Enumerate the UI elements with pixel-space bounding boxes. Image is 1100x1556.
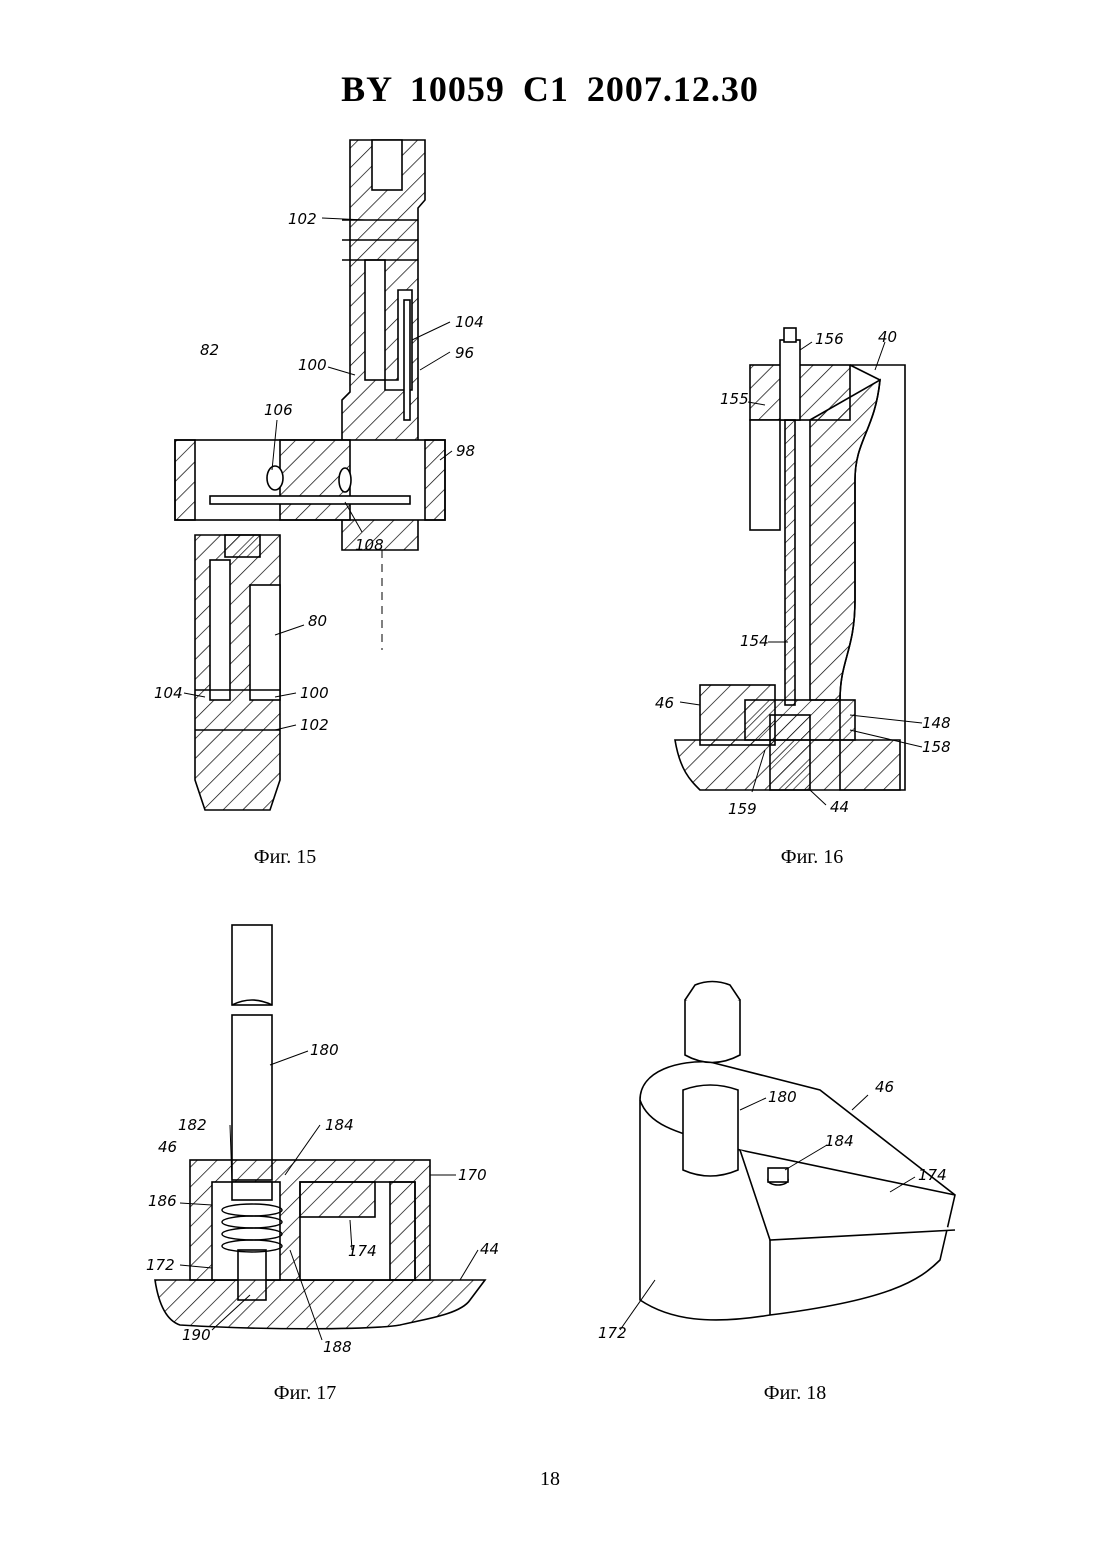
figure-15-drawing: 102 104 96 82 100 106 98 108 80 104 100 … bbox=[150, 130, 510, 830]
fig15-label: 82 bbox=[200, 341, 219, 359]
fig16-label: 156 bbox=[815, 330, 844, 348]
figure-16-caption: Фиг. 16 bbox=[712, 846, 912, 869]
fig15-label: 100 bbox=[298, 356, 327, 374]
fig17-label: 180 bbox=[310, 1041, 339, 1059]
fig17-label: 46 bbox=[158, 1138, 177, 1156]
fig16-label: 159 bbox=[728, 800, 757, 818]
fig15-lower-part bbox=[195, 535, 280, 810]
fig17-label: 190 bbox=[182, 1326, 211, 1344]
fig15-label: 102 bbox=[288, 210, 317, 228]
fig16-label: 155 bbox=[720, 390, 749, 408]
figure-17-drawing: 180 182 184 46 170 186 174 44 172 190 18… bbox=[140, 920, 510, 1360]
fig17-label: 174 bbox=[348, 1242, 377, 1260]
page-number: 18 bbox=[0, 1468, 1100, 1491]
fig15-label: 104 bbox=[455, 313, 484, 331]
fig15-label: 106 bbox=[264, 401, 293, 419]
fig17-label: 188 bbox=[323, 1338, 352, 1356]
fig17-label: 182 bbox=[178, 1116, 207, 1134]
fig18-label: 172 bbox=[598, 1324, 627, 1342]
fig16-label: 154 bbox=[740, 632, 769, 650]
fig15-label: 102 bbox=[300, 716, 329, 734]
fig18-label: 180 bbox=[768, 1088, 797, 1106]
figure-15-caption: Фиг. 15 bbox=[185, 846, 385, 869]
fig15-label: 108 bbox=[355, 536, 384, 554]
fig18-label: 184 bbox=[825, 1132, 854, 1150]
fig17-label: 44 bbox=[480, 1240, 499, 1258]
figure-16-drawing: 156 40 155 154 46 148 158 159 44 bbox=[640, 320, 940, 830]
fig17-label: 172 bbox=[146, 1256, 175, 1274]
fig17-label: 186 bbox=[148, 1192, 177, 1210]
fig15-block-98 bbox=[175, 440, 445, 520]
figure-18-drawing: 46 180 184 174 172 bbox=[590, 970, 970, 1360]
fig15-label: 100 bbox=[300, 684, 329, 702]
fig17-label: 170 bbox=[458, 1166, 487, 1184]
figure-17-caption: Фиг. 17 bbox=[205, 1382, 405, 1405]
fig16-label: 158 bbox=[922, 738, 951, 756]
figure-18-caption: Фиг. 18 bbox=[695, 1382, 895, 1405]
fig16-label: 148 bbox=[922, 714, 951, 732]
fig15-label: 104 bbox=[154, 684, 183, 702]
document-title: BY 10059 C1 2007.12.30 bbox=[0, 68, 1100, 110]
fig15-label: 96 bbox=[455, 344, 474, 362]
fig16-label: 44 bbox=[830, 798, 849, 816]
fig17-label: 184 bbox=[325, 1116, 354, 1134]
fig18-label: 46 bbox=[875, 1078, 894, 1096]
fig18-label: 174 bbox=[918, 1166, 947, 1184]
fig16-label: 40 bbox=[878, 328, 897, 346]
fig16-label: 46 bbox=[655, 694, 674, 712]
fig15-label: 80 bbox=[308, 612, 327, 630]
fig15-label: 98 bbox=[456, 442, 475, 460]
